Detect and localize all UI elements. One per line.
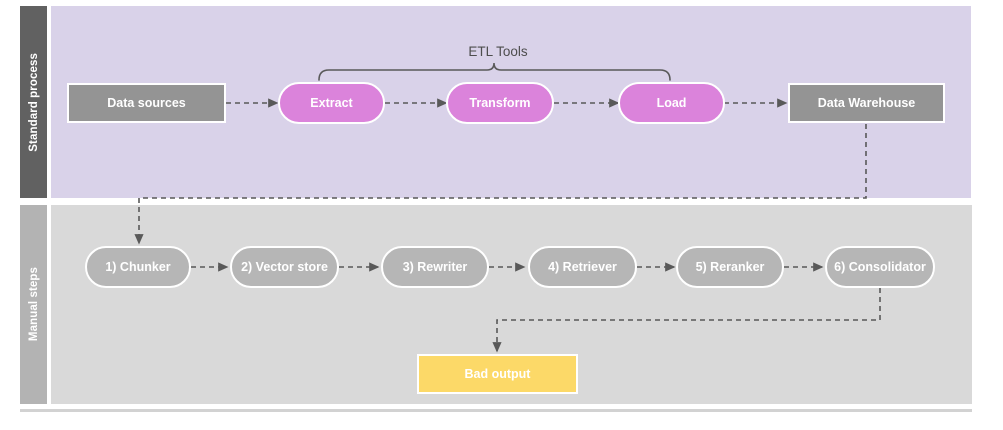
bottom-divider [20,409,972,412]
lane-label-manual-steps-text: Manual steps [27,267,40,342]
etl-tools-label: ETL Tools [468,44,528,59]
node-data-sources[interactable]: Data sources [67,83,226,123]
node-rewriter[interactable]: 3) Rewriter [381,246,489,288]
lane-label-standard-process-text: Standard process [27,52,40,152]
lane-label-manual-steps: Manual steps [20,205,47,404]
node-retriever[interactable]: 4) Retriever [528,246,637,288]
node-reranker[interactable]: 5) Reranker [676,246,784,288]
node-consolidator[interactable]: 6) Consolidator [825,246,935,288]
node-data-warehouse[interactable]: Data Warehouse [788,83,945,123]
node-chunker[interactable]: 1) Chunker [85,246,191,288]
node-vector-store[interactable]: 2) Vector store [230,246,339,288]
node-load[interactable]: Load [618,82,725,124]
lane-label-standard-process: Standard process [20,6,47,198]
node-transform[interactable]: Transform [446,82,554,124]
node-extract[interactable]: Extract [278,82,385,124]
node-bad-output[interactable]: Bad output [417,354,578,394]
